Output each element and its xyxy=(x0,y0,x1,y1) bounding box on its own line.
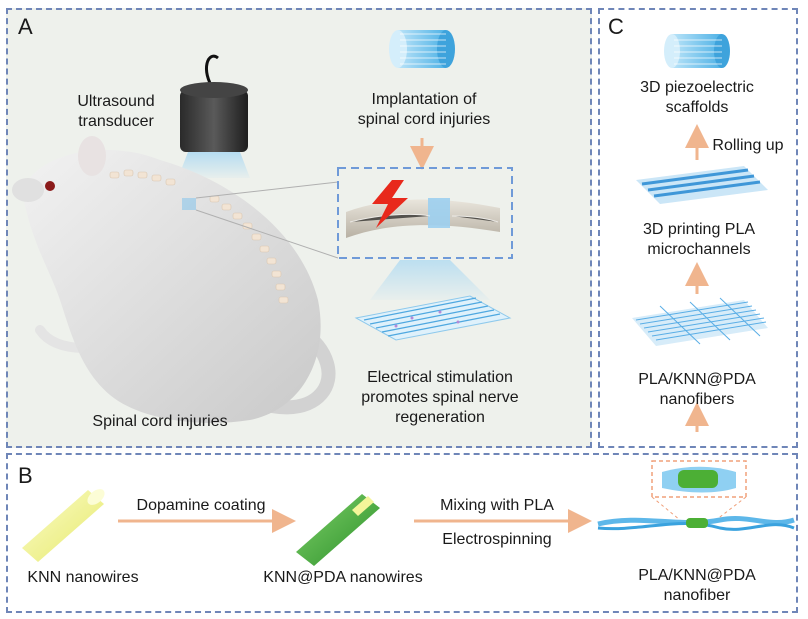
nanofibers-label: PLA/KNN@PDA nanofibers xyxy=(638,371,756,408)
implantation-label: Implantation of spinal cord injuries xyxy=(357,91,491,128)
rolling-up-label: Rolling up xyxy=(712,137,784,154)
mixing-with-pla-label: Mixing with PLA xyxy=(440,497,554,514)
knn-pda-nanowires-label: KNN@PDA nanowires xyxy=(263,569,423,586)
panel-a-letter: A xyxy=(18,14,33,39)
printing-microchannels-label: 3D printing PLA microchannels xyxy=(642,221,756,258)
pla-knn-pda-nanofiber-label: PLA/KNN@PDA nanofiber xyxy=(638,567,756,604)
panel-c xyxy=(598,8,798,448)
knn-nanowire-icon xyxy=(22,489,105,562)
ultrasound-transducer-icon xyxy=(178,54,250,178)
knn-pda-nanowire-icon xyxy=(296,494,380,566)
ultrasound-transducer-label: Ultrasound transducer xyxy=(77,93,155,130)
electrospinning-label: Electrospinning xyxy=(442,531,552,548)
knn-nanowires-label: KNN nanowires xyxy=(27,569,139,586)
lightning-bolt-icon xyxy=(372,180,408,228)
zoom-lines xyxy=(195,181,339,259)
dopamine-coating-label: Dopamine coating xyxy=(136,497,266,514)
rat-illustration xyxy=(12,136,336,423)
composite-nanofiber-icon xyxy=(597,460,795,531)
stimulation-beam xyxy=(370,260,490,300)
injury-zoom-box xyxy=(337,167,513,259)
panel-c-letter: C xyxy=(608,14,624,39)
implant-site-marker xyxy=(182,198,196,210)
electrical-stimulation-label: Electrical stimulation promotes spinal n… xyxy=(361,369,519,426)
scaffold-cylinder-c-icon xyxy=(664,34,730,68)
scaffold-cylinder-icon xyxy=(389,30,455,68)
nanofiber-membrane-icon xyxy=(354,295,512,341)
microchannel-sheet-icon xyxy=(636,166,768,204)
piezoelectric-scaffolds-label: 3D piezoelectric scaffolds xyxy=(640,79,754,116)
nanofiber-mat-icon xyxy=(632,297,768,346)
panel-b-letter: B xyxy=(18,463,33,488)
spinal-cord-segment xyxy=(346,198,500,238)
spinal-cord-injuries-label: Spinal cord injuries xyxy=(92,413,228,430)
